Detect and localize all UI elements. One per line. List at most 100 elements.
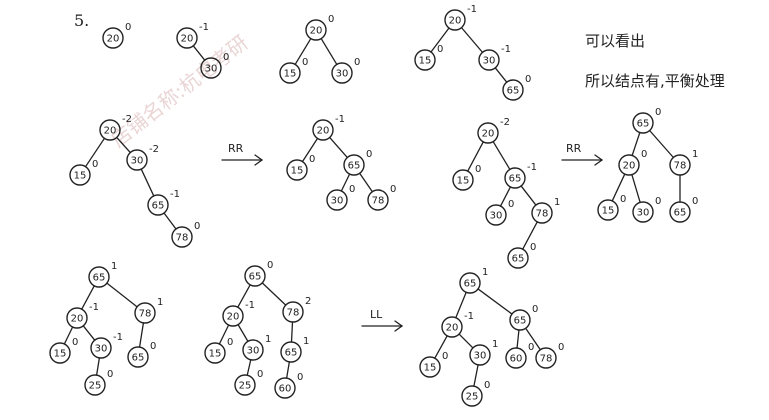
tree-node: 150 bbox=[204, 337, 233, 364]
node-circle bbox=[367, 189, 389, 211]
node-key: 15 bbox=[419, 56, 432, 67]
node-circle bbox=[618, 154, 640, 176]
balance-factor: 0 bbox=[475, 164, 481, 175]
node-circle bbox=[597, 199, 619, 221]
node-key: 20 bbox=[227, 312, 240, 323]
balance-factor: 0 bbox=[125, 22, 131, 33]
tree-node: 300 bbox=[200, 52, 229, 79]
balance-factor: -1 bbox=[199, 22, 209, 33]
node-key: 15 bbox=[602, 206, 615, 217]
tree-edge bbox=[516, 329, 520, 349]
node-circle bbox=[507, 247, 529, 269]
node-key: 20 bbox=[446, 323, 459, 334]
node-circle bbox=[126, 149, 148, 171]
node-circle bbox=[531, 202, 553, 224]
node-key: 65 bbox=[152, 201, 165, 212]
tree-edge bbox=[434, 335, 448, 359]
tree-node: 781 bbox=[669, 149, 698, 176]
balance-factor: 0 bbox=[309, 154, 315, 165]
tree-edge bbox=[611, 173, 626, 202]
balance-factor: 0 bbox=[150, 341, 156, 352]
node-circle bbox=[414, 49, 436, 71]
tree-node: 150 bbox=[279, 57, 308, 84]
tree-node: 300 bbox=[326, 184, 355, 211]
balance-factor: -1 bbox=[170, 189, 180, 200]
balance-factor: 0 bbox=[72, 337, 78, 348]
node-circle bbox=[222, 305, 244, 327]
tree-node: 250 bbox=[234, 369, 263, 396]
node-key: 15 bbox=[74, 171, 87, 182]
node-key: 65 bbox=[637, 119, 650, 130]
node-key: 30 bbox=[483, 56, 496, 67]
node-key: 65 bbox=[285, 348, 298, 359]
tree-edge bbox=[359, 172, 373, 193]
tree-node: 301 bbox=[469, 339, 498, 366]
balance-factor: 1 bbox=[303, 336, 309, 347]
node-circle bbox=[461, 385, 483, 407]
node-key: 65 bbox=[93, 273, 106, 284]
tree-node: 600 bbox=[274, 372, 303, 399]
node-key: 30 bbox=[336, 69, 349, 80]
balance-factor: 0 bbox=[107, 369, 113, 380]
node-circle bbox=[504, 167, 526, 189]
tree-node: 200 bbox=[305, 14, 334, 41]
balance-factor: -1 bbox=[467, 4, 477, 15]
node-circle bbox=[244, 265, 266, 287]
balance-factor: 0 bbox=[530, 242, 536, 253]
node-circle bbox=[305, 19, 327, 41]
tree-edge bbox=[290, 321, 294, 343]
tree-node: 300 bbox=[485, 199, 514, 226]
node-circle bbox=[502, 79, 524, 101]
tree-edge bbox=[328, 136, 349, 159]
balance-factor: 0 bbox=[354, 57, 360, 68]
tree-edge bbox=[522, 221, 538, 250]
note-line-2: 所以结点有,平衡处理 bbox=[585, 72, 725, 90]
tree-node: 30-2 bbox=[126, 144, 159, 171]
balance-factor: 0 bbox=[484, 380, 490, 391]
watermark: 店铺名称:杭电考研 bbox=[106, 30, 252, 152]
node-circle bbox=[99, 119, 121, 141]
node-key: 15 bbox=[209, 349, 222, 360]
node-key: 60 bbox=[510, 354, 523, 365]
rotation-arrow-ll: LL bbox=[361, 308, 404, 332]
node-circle bbox=[459, 272, 481, 294]
node-circle bbox=[66, 307, 88, 329]
tree-node: 781 bbox=[531, 197, 560, 224]
balance-factor: -2 bbox=[149, 144, 159, 155]
balance-factor: 0 bbox=[620, 194, 626, 205]
tree-node: 20-1 bbox=[444, 4, 477, 31]
tree-edge bbox=[163, 212, 177, 230]
tree-node: 780 bbox=[535, 342, 564, 369]
tree-node: 600 bbox=[505, 342, 534, 369]
node-circle bbox=[49, 342, 71, 364]
node-key: 78 bbox=[536, 209, 549, 220]
tree-node: 20-1 bbox=[441, 311, 474, 338]
balance-factor: 1 bbox=[492, 339, 498, 350]
node-circle bbox=[200, 57, 222, 79]
tree-edge bbox=[294, 37, 312, 66]
tree-node: 650 bbox=[343, 149, 372, 176]
balance-factor: 0 bbox=[390, 184, 396, 195]
node-circle bbox=[669, 201, 691, 223]
node-circle bbox=[204, 342, 226, 364]
node-circle bbox=[102, 27, 124, 49]
balance-factor: 1 bbox=[482, 267, 488, 278]
node-key: 65 bbox=[674, 208, 687, 219]
question-number: 5. bbox=[74, 11, 89, 30]
node-circle bbox=[312, 119, 334, 141]
balance-factor: -1 bbox=[501, 44, 511, 55]
node-key: 65 bbox=[512, 254, 525, 265]
balance-factor: -2 bbox=[122, 114, 132, 125]
node-circle bbox=[485, 204, 507, 226]
node-circle bbox=[331, 62, 353, 84]
node-circle bbox=[343, 154, 365, 176]
balance-factor: 0 bbox=[267, 260, 273, 271]
tree-edge bbox=[460, 26, 484, 54]
tree-node: 782 bbox=[282, 296, 311, 323]
note-line-1: 可以看出 bbox=[585, 32, 645, 50]
tree-edge bbox=[237, 284, 251, 308]
node-key: 25 bbox=[89, 381, 102, 392]
node-circle bbox=[452, 169, 474, 191]
node-key: 20 bbox=[71, 314, 84, 325]
